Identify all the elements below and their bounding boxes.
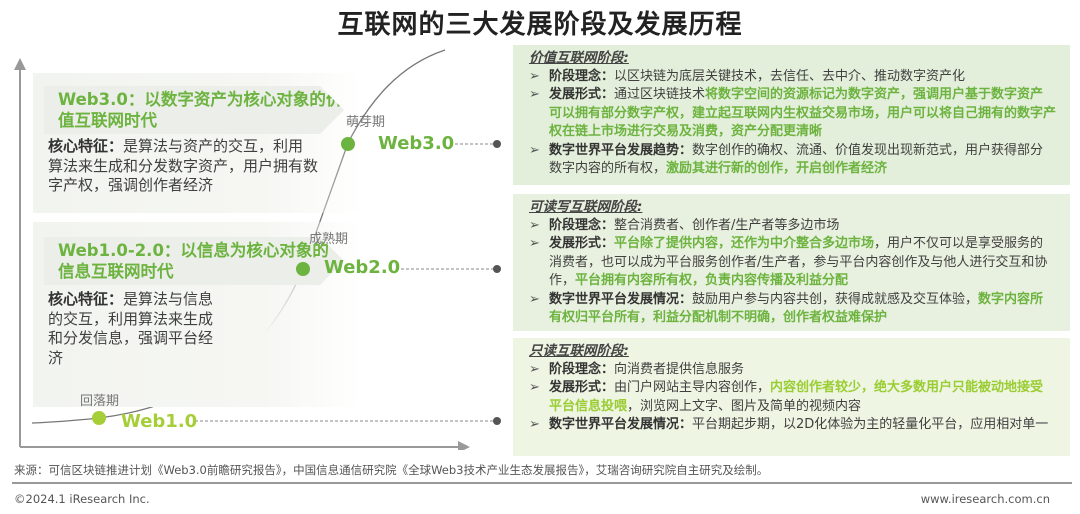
arrow-bullet-icon: ➢: [529, 142, 540, 158]
stage-dots: [92, 137, 355, 425]
bullet-item: ➢ 数字世界平台发展情况：鼓励用户参与内容共创，获得成就感及交互体验，数字内容所有…: [529, 291, 1056, 328]
item-label: 发展形式：: [549, 87, 615, 102]
item-text: 平台期起步期，以2D化体验为主的轻量化平台，应用相对单一: [692, 417, 1049, 432]
highlight-text: 内容创作者较少，绝大多数用户只能被动地接受平台信息投喂: [549, 380, 1044, 414]
item-text: 数字创作的确权、流通、价值发现出现新范式，用户获得部分数字内容的所有权，: [549, 142, 1044, 177]
item-label: 发展形式：: [549, 236, 615, 251]
item-label: 阶段理念：: [549, 68, 615, 84]
panel-title: 只读互联网阶段:: [529, 343, 629, 359]
bullet-item: ➢ 发展形式：由门户网站主导内容创作，内容创作者较少，绝大多数用户只能被动地接受平…: [529, 379, 1056, 416]
highlight-text: 平台拥有内容所有权，负责内容传播及利益分配: [575, 273, 849, 288]
item-text: ，浏览网上文字、图片及简单的视频内容: [627, 398, 862, 414]
item-text: ，用户不仅可以是享受服务的消费者，也可以成为平台服务创作者/生产者，参与平台内容…: [549, 236, 1048, 288]
web12-heading: Web1.0-2.0：以信息为核心对象的信息互联网时代: [44, 237, 344, 285]
arrow-bullet-icon: ➢: [529, 417, 540, 432]
bullet-item: ➢ 发展形式：平台除了提供内容，还作为中介整合多边市场，用户不仅可以是享受服务的消…: [529, 235, 1056, 291]
panel-read-write-internet: 可读写互联网阶段:➢阶段理念：整合消费者、创作者/生产者等多边市场➢发展形式：平…: [513, 194, 1070, 331]
source-note: 来源：可信区块链推进计划《Web3.0前瞻研究报告》，中国信息通信研究院《全球W…: [14, 463, 769, 477]
stage-label-web1: 回落期: [80, 394, 120, 409]
bullet-item: ➢ 阶段理念：以区块链为底层关键技术，去信任、去中介、推动数字资产化: [529, 68, 1056, 87]
y-axis-arrow-icon: [14, 58, 26, 70]
web1-end-dot: [493, 417, 501, 425]
web3-end-dot: [493, 140, 501, 148]
web12-core-feature: 核心特征：是算法与信息的交互，利用算法来生成和分发信息，强调平台经济: [48, 290, 216, 368]
bullet-item: ➢ 数字世界平台发展趋势：数字创作的确权、流通、价值发现出现新范式，用户获得部分数…: [529, 142, 1056, 179]
web1-dot: [92, 411, 106, 425]
arrow-bullet-icon: ➢: [529, 236, 540, 251]
arrow-bullet-icon: ➢: [529, 291, 540, 307]
web3-label: Web3.0: [378, 133, 455, 154]
bullet-item: ➢ 发展形式：通过区块链技术将数字空间的资源标记为数字资产，强调用户基于数字资产可…: [529, 86, 1056, 142]
arrow-bullet-icon: ➢: [529, 361, 540, 377]
item-text: 以区块链为底层关键技术，去信任、去中介、推动数字资产化: [614, 68, 966, 84]
panel-value-internet: 价值互联网阶段: ➢ 阶段理念：以区块链为底层关键技术，去信任、去中介、推动数字资产…: [513, 45, 1070, 185]
copyright: ©2024.1 iResearch Inc.: [14, 492, 150, 506]
arrow-bullet-icon: ➢: [529, 380, 540, 395]
stage-label-web3: 萌芽期: [346, 115, 386, 130]
arrow-bullet-icon: ➢: [529, 68, 540, 84]
bullet-item: ➢ 阶段理念：向消费者提供信息服务: [529, 361, 1056, 380]
growth-curve-diagram: [14, 49, 501, 450]
web3-heading: Web3.0：以数字资产为核心对象的价值互联网时代: [44, 86, 344, 134]
web1-label: Web1.0: [121, 411, 198, 432]
web3-core-feature: 核心特征：是算法与资产的交互，利用算法来生成和分发数字资产，用户拥有数字产权，强…: [48, 137, 318, 196]
bullet-item: ➢ 数字世界平台发展情况：平台期起步期，以2D化体验为主的轻量化平台，应用相对单一: [529, 416, 1056, 435]
page-title: 互联网的三大发展阶段及发展历程: [337, 10, 743, 40]
core-text: 是算法与资产的交互，利用算法来生成和分发数字资产，用户拥有数字产权，强调创作者经…: [48, 137, 319, 194]
item-text: 通过区块链技术: [614, 87, 706, 102]
arrow-bullet-icon: ➢: [529, 217, 540, 233]
item-text: 由门户网站主导内容创作，: [614, 380, 771, 395]
website-link[interactable]: www.iresearch.com.cn: [920, 492, 1050, 506]
item-label: 阶段理念：: [549, 361, 615, 377]
panel-read-only-internet: 只读互联网阶段: ➢ 阶段理念：向消费者提供信息服务 ➢ 发展形式：由门户网站主导内容创…: [513, 338, 1070, 456]
web2-label: Web2.0: [324, 257, 401, 278]
panel-title: 价值互联网阶段:: [529, 50, 629, 66]
highlight-text: 平台除了提供内容，还作为中介整合多边市场: [614, 236, 875, 251]
highlight-text: 激励其进行新的创作，开启创作者经济: [666, 161, 888, 176]
item-label: 发展形式：: [549, 380, 615, 395]
item-label: 数字世界平台发展情况：: [549, 417, 693, 432]
panel-title: 可读写互联网阶段:: [529, 199, 643, 215]
core-text: 是算法与信息的交互，利用算法来生成和分发信息，强调平台经济: [48, 290, 214, 367]
web3-dot: [341, 137, 355, 151]
item-text: 向消费者提供信息服务: [614, 361, 745, 377]
stage-label-web2: 成熟期: [309, 232, 349, 247]
item-label: 阶段理念：: [549, 217, 615, 233]
core-label: 核心特征：: [48, 137, 124, 155]
item-label: 数字世界平台发展趋势：: [549, 142, 693, 158]
bullet-item: ➢ 阶段理念：整合消费者、创作者/生产者等多边市场: [529, 217, 1056, 236]
highlight-text: 数字内容所有权归平台所有，利益分配机制不明确，创作者权益难保护: [549, 291, 1044, 326]
highlight-text: 将数字空间的资源标记为数字资产，强调用户基于数字资产可以拥有部分数字产权，建立起…: [549, 87, 1057, 139]
item-text: 整合消费者、创作者/生产者等多边市场: [614, 217, 840, 233]
core-label: 核心特征：: [48, 290, 124, 308]
web2-end-dot: [493, 265, 501, 273]
arrow-bullet-icon: ➢: [529, 87, 540, 102]
x-axis-arrow-icon: [458, 441, 470, 450]
web2-dot: [296, 262, 310, 276]
item-label: 数字世界平台发展情况：: [549, 291, 693, 307]
footer-divider: [12, 482, 1072, 484]
item-text: 鼓励用户参与内容共创，获得成就感及交互体验，: [692, 291, 979, 307]
